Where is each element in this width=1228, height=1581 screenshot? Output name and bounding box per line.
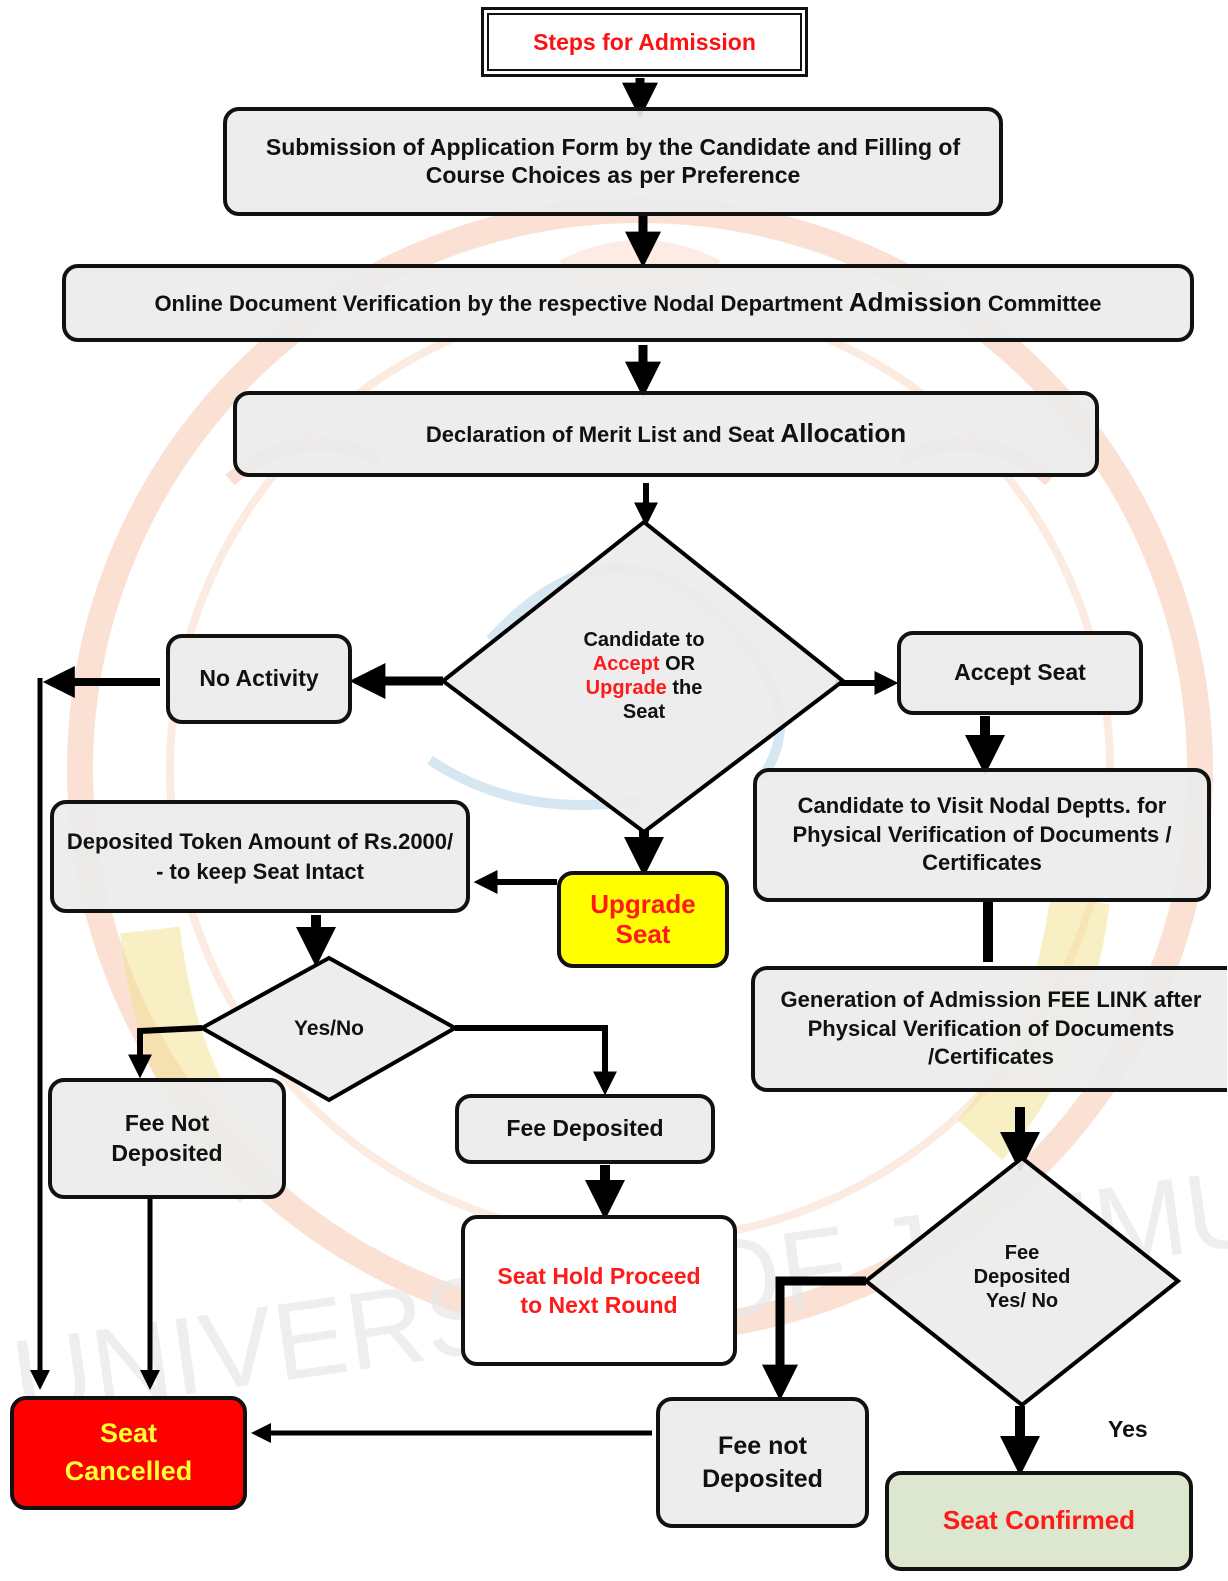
step-verification-suffix: Committee [981,291,1102,317]
accept-seat-text: Accept Seat [954,659,1086,686]
box-fee-deposited: Fee Deposited [455,1094,715,1164]
token-amount-text: Deposited Token Amount of Rs.2000/ - to … [66,828,454,884]
upgrade-seat-text: Upgrade Seat [590,888,696,949]
decision-diamond-accept-upgrade [439,519,847,835]
fee-not-deposited-right-text: Fee not Deposited [702,1432,823,1493]
box-seat-confirmed: Seat Confirmed [885,1471,1193,1571]
decision-line-4: Seat [622,701,666,723]
arrow-yesno-to-fee-not-deposited [128,1025,203,1079]
arrow-yesno-to-fee-deposited [455,1025,617,1096]
fee-not-deposited-left-text: Fee Not Deposited [111,1109,223,1166]
seat-cancelled-text: Seat Cancelled [64,1418,193,1486]
step-merit-list: Declaration of Merit List and Seat Alloc… [233,391,1099,477]
fee-decision-line-3: Yes/ No [985,1290,1059,1312]
step-verification-prefix: Online Document Verification by the resp… [154,291,849,317]
seat-hold-text: Seat Hold Proceed to Next Round [497,1262,701,1318]
decision-the-word: the [666,677,703,699]
box-fee-link: Generation of Admission FEE LINK after P… [751,966,1227,1092]
step-merit-big: Allocation [780,418,907,449]
step-verification-big: Admission [848,287,982,318]
step-verification: Online Document Verification by the resp… [62,264,1194,342]
step-merit-text: Declaration of Merit List and Seat Alloc… [426,418,906,449]
seat-confirmed-text: Seat Confirmed [942,1505,1136,1536]
box-accept-seat: Accept Seat [897,631,1143,715]
flowchart-title: Steps for Admission [481,7,808,77]
box-no-activity: No Activity [166,634,352,724]
decision-main-text: Candidate to Accept OR Upgrade the Seat [534,628,754,724]
box-fee-not-deposited-left: Fee Not Deposited [48,1078,286,1199]
box-token-amount: Deposited Token Amount of Rs.2000/ - to … [50,800,470,913]
box-upgrade-seat: Upgrade Seat [557,871,729,968]
fee-deposited-text: Fee Deposited [506,1115,664,1142]
arrow-feedecision-to-fee-not-deposited [762,1276,866,1401]
step-submission-text: Submission of Application Form by the Ca… [265,133,961,188]
box-fee-not-deposited-right: Fee not Deposited [656,1397,869,1528]
decision-line-2: Accept OR [534,652,754,676]
no-activity-text: No Activity [199,665,319,692]
decision-upgrade-word: Upgrade [585,677,667,699]
step-merit-prefix: Declaration of Merit List and Seat [425,422,781,448]
box-seat-hold: Seat Hold Proceed to Next Round [461,1215,737,1366]
box-seat-cancelled: Seat Cancelled [10,1396,247,1510]
fee-decision-line-2: Deposited [973,1266,1071,1288]
decision-line-3: Upgrade the [534,676,754,700]
fee-decision-text: Fee Deposited Yes/ No [942,1241,1102,1313]
step-verification-text: Online Document Verification by the resp… [154,287,1101,318]
decision-diamond-yesno [197,955,460,1103]
fee-link-text: Generation of Admission FEE LINK after P… [780,987,1202,1070]
yes-no-text: Yes/No [293,1017,365,1040]
yes-label: Yes [1108,1416,1148,1442]
step-submission: Submission of Application Form by the Ca… [223,107,1003,216]
decision-accept-word: Accept [592,653,660,675]
visit-nodal-text: Candidate to Visit Nodal Deptts. for Phy… [792,793,1172,876]
fee-decision-line-1: Fee [1004,1242,1040,1264]
box-visit-nodal: Candidate to Visit Nodal Deptts. for Phy… [753,768,1211,902]
decision-or-word: OR [659,653,696,675]
decision-diamond-fee [862,1155,1182,1408]
decision-line-1: Candidate to [583,629,705,651]
